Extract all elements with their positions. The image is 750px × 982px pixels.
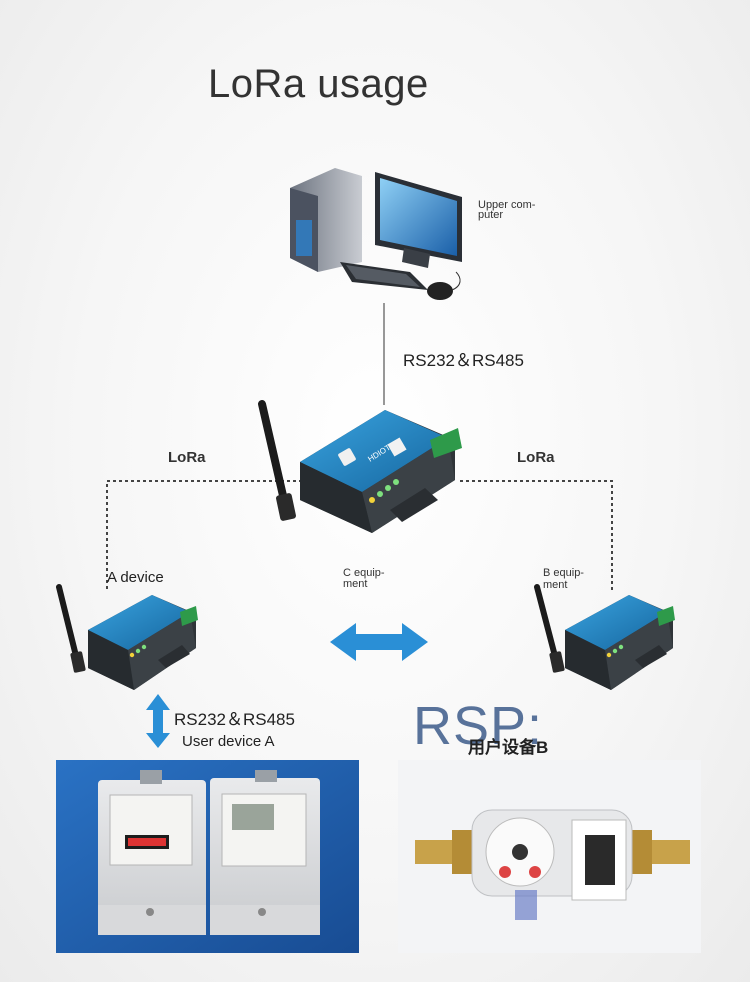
c-equipment-label-line1: C equip- bbox=[343, 567, 385, 579]
double-arrow-horizontal-icon bbox=[330, 623, 428, 661]
rs-interface-label-top: RS232＆RS485 bbox=[403, 351, 524, 370]
upper-computer-label-line1: Upper com- bbox=[478, 199, 536, 211]
water-meter-photo bbox=[398, 760, 701, 953]
user-device-a-label: User device A bbox=[182, 733, 275, 750]
user-device-b-label: 用户设备B bbox=[468, 738, 549, 757]
b-equipment-label-line1: B equip- bbox=[543, 567, 584, 579]
lora-label-left: LoRa bbox=[168, 449, 206, 466]
upper-computer-label-line2: puter bbox=[478, 209, 504, 221]
double-arrow-vertical-icon bbox=[146, 694, 170, 748]
rsp-label: RSP: bbox=[413, 696, 544, 756]
lora-label-right: LoRa bbox=[517, 449, 555, 466]
page-title: LoRa usage bbox=[208, 62, 429, 106]
electric-meter-photo bbox=[56, 760, 359, 953]
device-a-icon bbox=[56, 584, 198, 690]
computer-icon bbox=[290, 168, 462, 300]
device-b-icon bbox=[534, 584, 675, 690]
c-equipment-label-line2: ment bbox=[343, 578, 368, 590]
a-device-label: A device bbox=[107, 569, 164, 586]
lora-link-left bbox=[106, 480, 302, 592]
b-equipment-label-line2: ment bbox=[543, 579, 568, 591]
rs-interface-label-bottom: RS232＆RS485 bbox=[174, 710, 295, 729]
lora-link-right bbox=[460, 480, 613, 592]
central-device-icon bbox=[258, 400, 462, 533]
